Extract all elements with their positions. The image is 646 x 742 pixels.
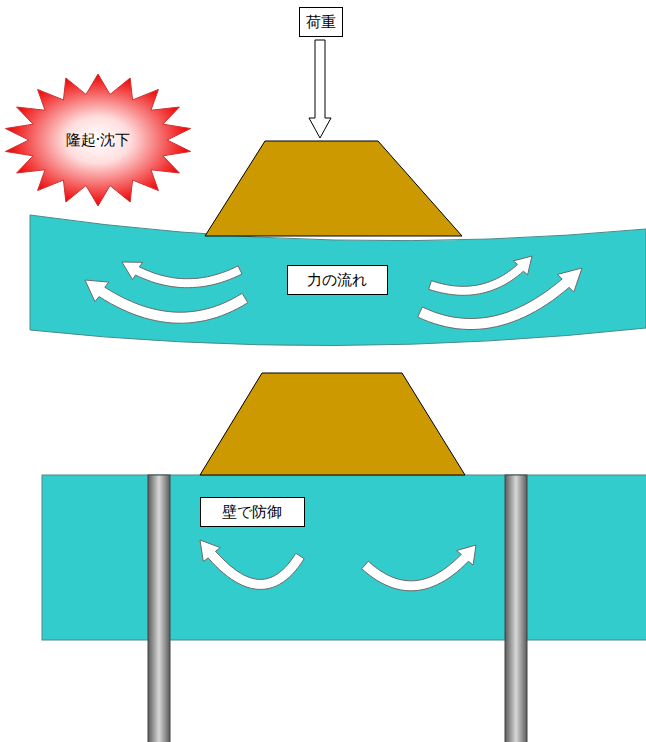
label-text: 隆起·沈下 [66,131,131,149]
load-arrow [309,40,331,138]
label-text: 壁で防御 [222,503,282,521]
warning-starburst: 隆起·沈下 [2,72,194,208]
wall-pile [505,475,527,742]
flow-arrow [200,540,304,589]
flow-arrow [362,545,476,591]
embankment [200,373,465,475]
wall-pile [148,475,170,742]
flow-arrow [429,256,532,295]
label-box: 力の流れ [287,265,388,295]
load-label-box: 荷重 [299,7,343,37]
starburst-outline [5,74,190,206]
embankment [205,141,462,236]
flow-arrow [85,280,248,323]
label-box: 壁で防御 [200,497,305,527]
ground-band [42,475,646,640]
label-text: 力の流れ [307,271,367,289]
label-text: 荷重 [306,13,336,31]
flow-arrow [122,262,242,288]
